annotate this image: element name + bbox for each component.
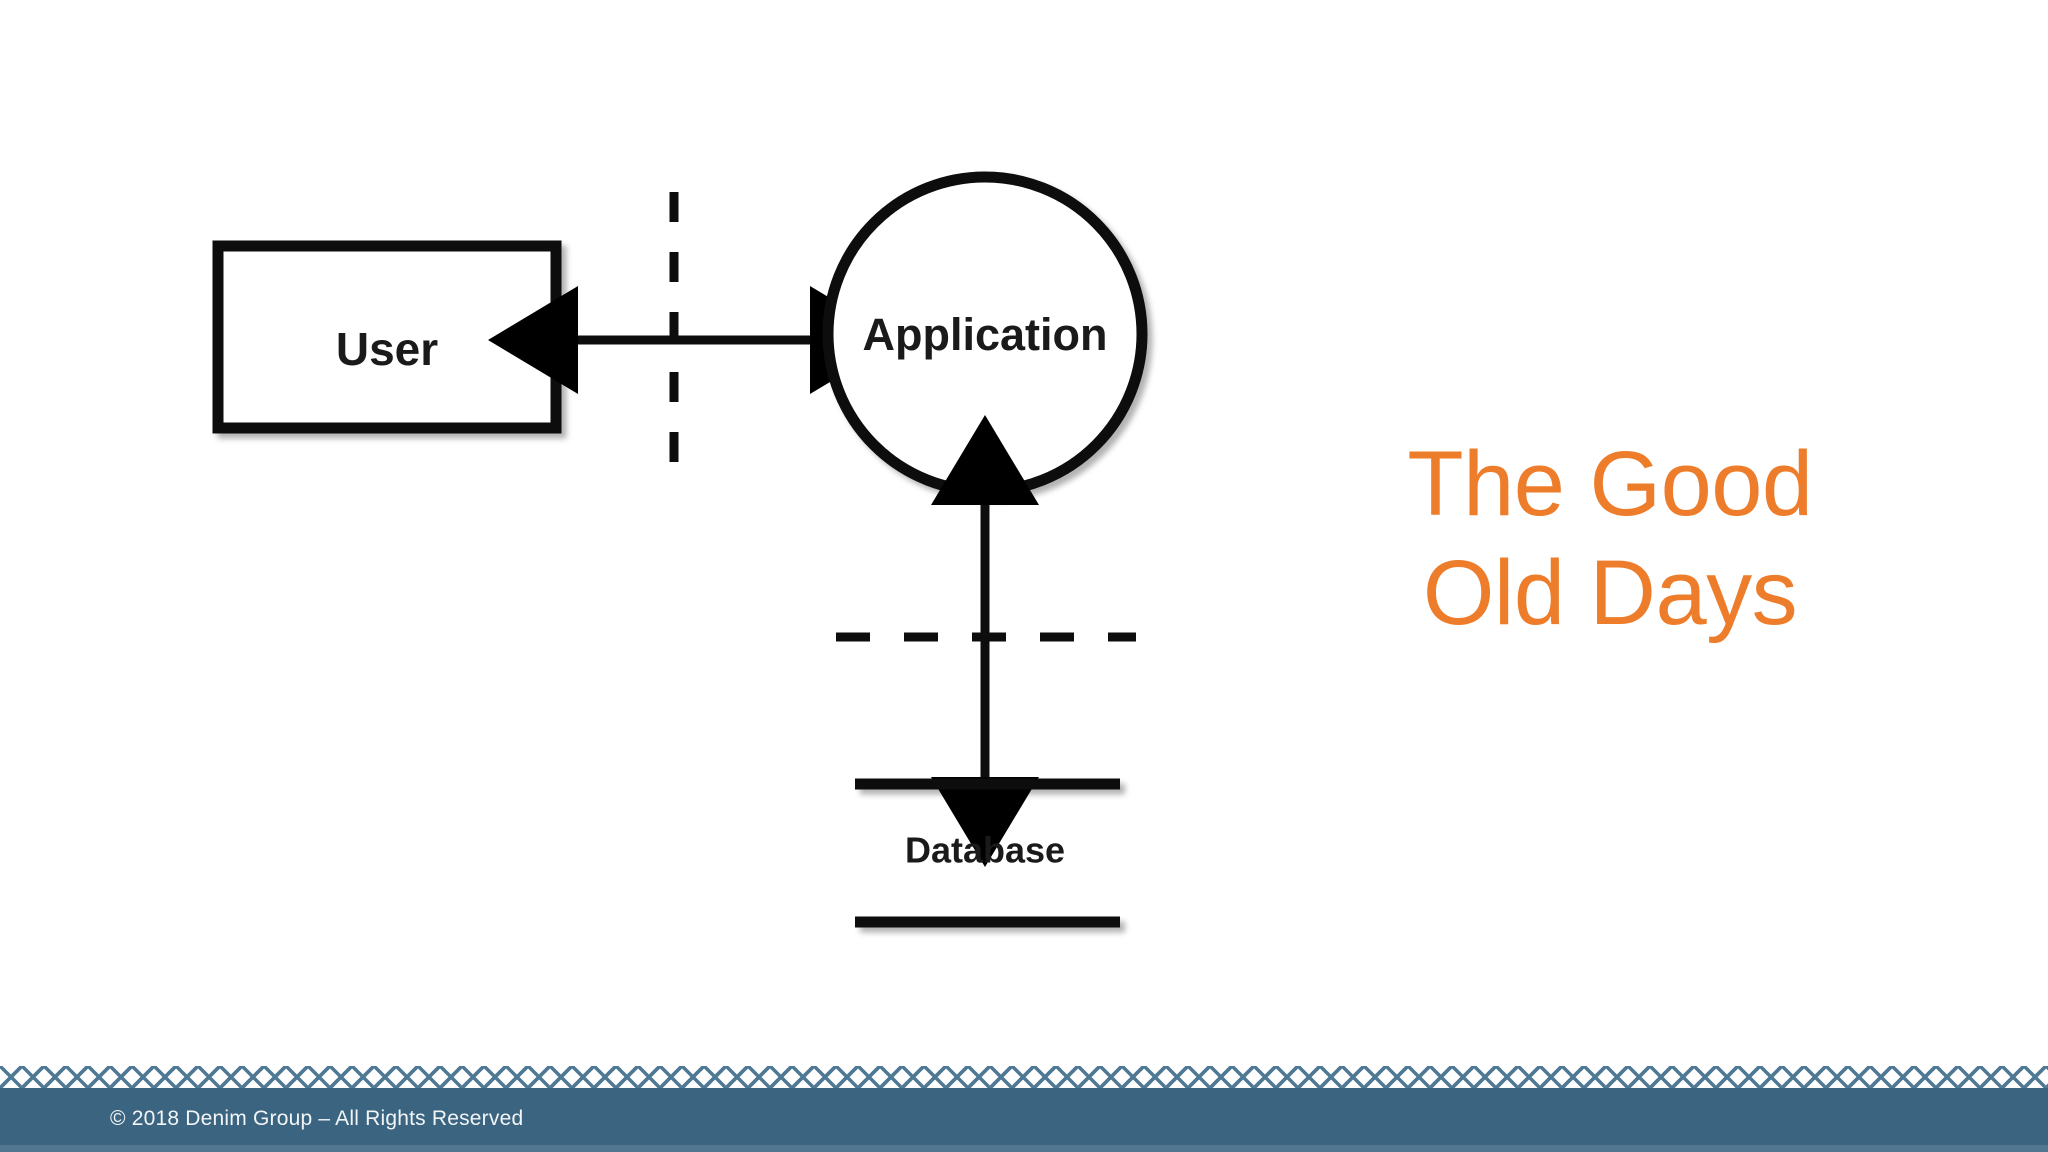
footer-baseline-strip <box>0 1145 2048 1152</box>
slide-footer: © 2018 Denim Group – All Rights Reserved <box>0 1062 2048 1152</box>
footer-bar <box>0 1093 2048 1145</box>
diagram-node-database <box>855 778 1120 928</box>
architecture-diagram: User Application Database <box>212 171 1148 928</box>
copyright-text: © 2018 Denim Group – All Rights Reserved <box>110 1107 524 1130</box>
application-label: Application <box>863 309 1108 360</box>
database-label: Database <box>905 830 1065 871</box>
page-title: The Good Old Days <box>1407 433 1813 644</box>
footer-lattice-pattern <box>0 1062 2048 1096</box>
user-label: User <box>336 323 438 375</box>
